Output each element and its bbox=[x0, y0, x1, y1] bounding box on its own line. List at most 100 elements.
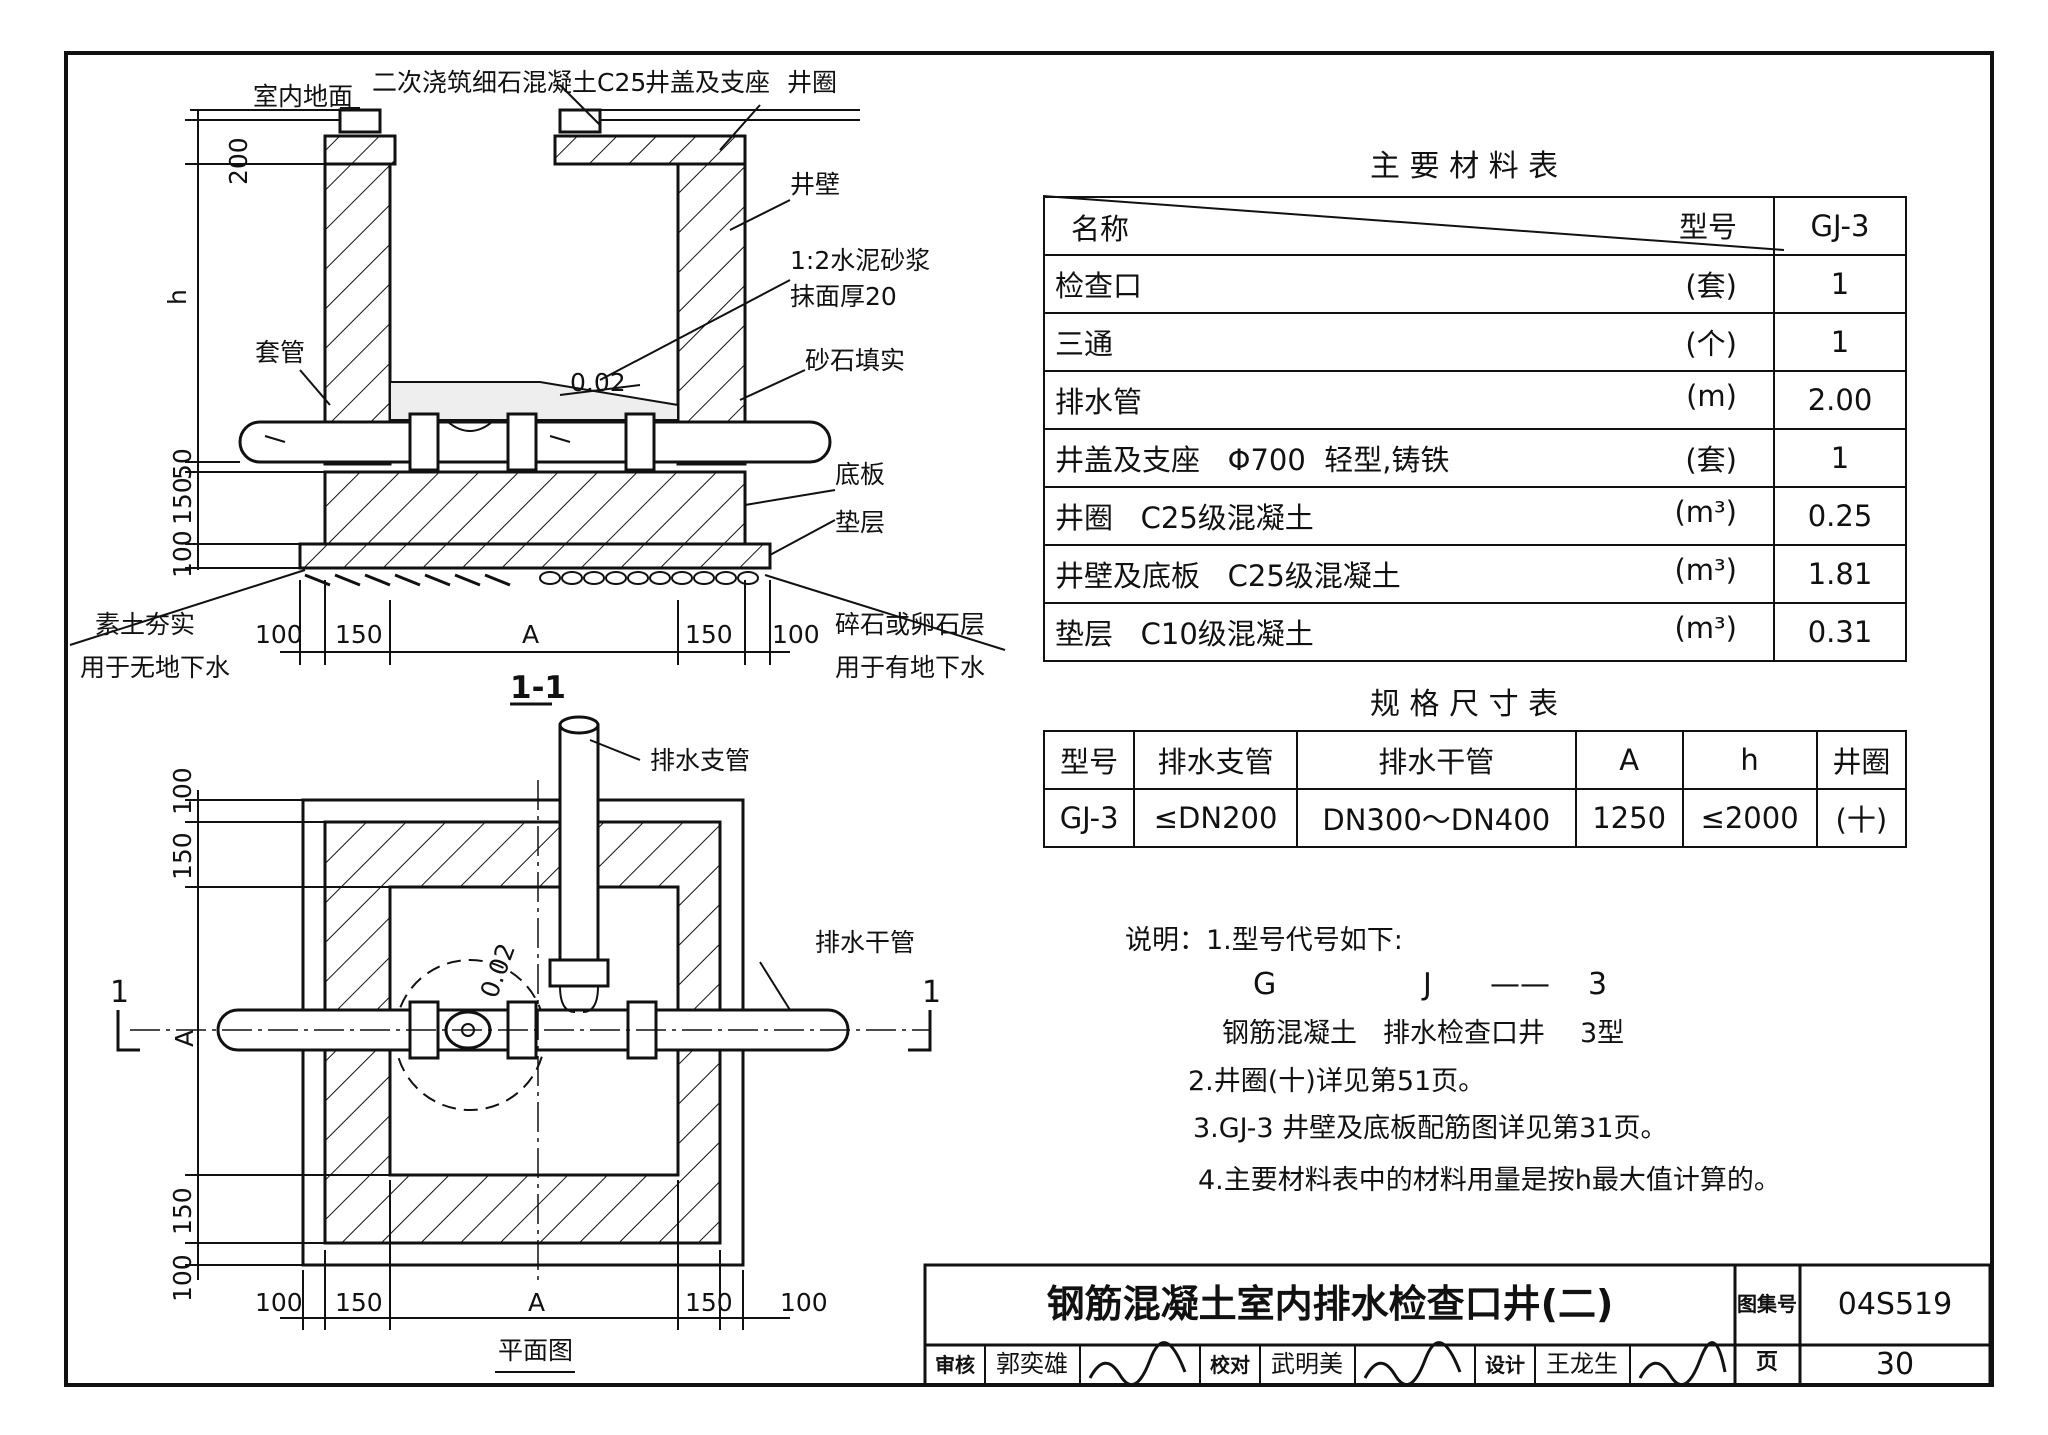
atlas-label: 图集号 bbox=[1737, 1292, 1797, 1316]
label-gravel-2: 用于有地下水 bbox=[835, 653, 986, 682]
notes-2: 2.井圈(十)详见第51页。 bbox=[1188, 1066, 1486, 1097]
row-unit: (m³) bbox=[1674, 495, 1737, 529]
row-name: 垫层 C10级混凝土 bbox=[1055, 617, 1314, 651]
cover-support-left bbox=[338, 108, 382, 134]
specs-cell: ≤DN200 bbox=[1133, 788, 1298, 848]
table-row: 井壁及底板 C25级混凝土 (m³) 1.81 bbox=[1043, 544, 1907, 604]
designer-name: 王龙生 bbox=[1546, 1350, 1618, 1378]
dim-100: 100 bbox=[168, 530, 197, 578]
section-view bbox=[69, 84, 1006, 665]
specs-cell: (十) bbox=[1815, 788, 1908, 848]
label-soil-2: 用于无地下水 bbox=[80, 653, 231, 682]
dim-50: 50 bbox=[168, 448, 197, 480]
specs-cell: 1250 bbox=[1574, 788, 1684, 848]
check-label: 校对 bbox=[1210, 1353, 1250, 1377]
table-row: 检查口(套) 1 bbox=[1043, 254, 1907, 314]
specs-cell: GJ-3 bbox=[1042, 788, 1136, 848]
plan-dim-h-150-right: 150 bbox=[685, 1288, 733, 1317]
plan-dim-v-150-bottom: 150 bbox=[168, 1187, 197, 1235]
cut-mark-left: 1 bbox=[110, 975, 130, 1010]
label-mortar-1: 1:2水泥砂浆 bbox=[790, 246, 931, 275]
row-unit: (个) bbox=[1685, 327, 1737, 361]
row-name: 井壁及底板 C25级混凝土 bbox=[1055, 559, 1401, 593]
row-qty: 0.25 bbox=[1773, 486, 1907, 546]
specs-header-row: 型号 排水支管 排水干管 A h 井圈 bbox=[1042, 730, 1908, 790]
table-row: 三通 (个) 1 bbox=[1043, 312, 1907, 372]
plan-view bbox=[116, 702, 932, 1373]
row-unit: (m) bbox=[1686, 379, 1737, 413]
materials-header-name: 名称 bbox=[1071, 212, 1130, 246]
plan-title: 平面图 bbox=[498, 1336, 574, 1365]
wall-right bbox=[676, 162, 747, 466]
row-unit: (m³) bbox=[1674, 553, 1737, 587]
atlas-no: 04S519 bbox=[1837, 1287, 1953, 1322]
dim-h-100-left: 100 bbox=[255, 620, 303, 649]
table-row: 井盖及支座 Φ700 轻型,铸铁(套) 1 bbox=[1043, 428, 1907, 488]
materials-header-model: GJ-3 bbox=[1773, 196, 1907, 256]
dim-200: 200 bbox=[224, 137, 253, 185]
specs-header-cell: 排水支管 bbox=[1133, 730, 1298, 790]
plan-dim-h-100-right: 100 bbox=[780, 1288, 828, 1317]
materials-header-name-type: 名称 型号 bbox=[1043, 196, 1775, 256]
notes-heading: 说明：1.型号代号如下: bbox=[1125, 925, 1403, 956]
notes-code-j: J bbox=[1423, 967, 1432, 1002]
row-name: 井盖及支座 Φ700 轻型,铸铁 bbox=[1055, 443, 1450, 477]
plan-dim-h-a: A bbox=[528, 1288, 546, 1317]
specs-header-cell: 型号 bbox=[1042, 730, 1136, 790]
specs-cell: ≤2000 bbox=[1681, 788, 1818, 848]
notes-code-g: G bbox=[1253, 967, 1277, 1002]
dim-h-150-right: 150 bbox=[685, 620, 733, 649]
specs-cell: DN300～DN400 bbox=[1295, 788, 1577, 848]
plan-branch-pipe bbox=[558, 723, 600, 977]
notes-3: 3.GJ-3 井壁及底板配筋图详见第31页。 bbox=[1193, 1113, 1668, 1144]
label-branch-pipe: 排水支管 bbox=[650, 746, 751, 775]
label-gravel-1: 碎石或卵石层 bbox=[835, 610, 986, 639]
dim-h-150-left: 150 bbox=[335, 620, 383, 649]
dim-h: h bbox=[163, 289, 192, 305]
label-cover: 井盖及支座 bbox=[645, 68, 771, 97]
page-no: 30 bbox=[1875, 1347, 1915, 1382]
specs-header-cell: 井圈 bbox=[1815, 730, 1908, 790]
row-qty: 0.31 bbox=[1773, 602, 1907, 662]
specs-header-cell: A bbox=[1574, 730, 1684, 790]
label-main-pipe: 排水干管 bbox=[815, 928, 916, 957]
label-floor: 室内地面 bbox=[253, 82, 354, 111]
label-sand: 砂石填实 bbox=[805, 346, 906, 375]
drawing-title: 钢筋混凝土室内排水检查口井(二) bbox=[1046, 1282, 1614, 1326]
materials-title: 主 要 材 料 表 bbox=[1370, 149, 1559, 184]
materials-header-row: 名称 型号 GJ-3 bbox=[1043, 196, 1907, 256]
label-fill-concrete: 二次浇筑细石混凝土C25 bbox=[372, 68, 647, 97]
specs-header-cell: h bbox=[1681, 730, 1818, 790]
cushion-layer bbox=[298, 542, 772, 570]
label-soil-1: 素土夯实 bbox=[95, 610, 196, 639]
row-name: 检查口 bbox=[1055, 269, 1143, 303]
materials-table: 名称 型号 GJ-3 检查口(套) 1 三通(个) 1 排水管(m) 2.00 … bbox=[1043, 196, 1907, 662]
plan-dim-h-150-left: 150 bbox=[335, 1288, 383, 1317]
label-sleeve: 套管 bbox=[255, 338, 306, 367]
plan-dim-a-vertical: A bbox=[170, 1029, 199, 1047]
notes-4: 4.主要材料表中的材料用量是按h最大值计算的。 bbox=[1198, 1165, 1781, 1196]
notes-code-desc-3: 3型 bbox=[1580, 1018, 1625, 1049]
page-label: 页 bbox=[1755, 1350, 1779, 1375]
row-qty: 1 bbox=[1773, 312, 1907, 372]
plan-dim-v-100-top: 100 bbox=[168, 767, 197, 815]
label-wall: 井壁 bbox=[790, 170, 841, 199]
table-row: 排水管 (m) 2.00 bbox=[1043, 370, 1907, 430]
label-cushion: 垫层 bbox=[835, 508, 886, 537]
dim-h-a: A bbox=[522, 620, 540, 649]
wall-left bbox=[323, 162, 392, 466]
reviewer-name: 郭奕雄 bbox=[996, 1350, 1068, 1378]
sand-fill bbox=[389, 381, 679, 421]
notes-code-3: 3 bbox=[1588, 967, 1608, 1002]
row-qty: 2.00 bbox=[1773, 370, 1907, 430]
plan-dim-v-100-bottom: 100 bbox=[168, 1254, 197, 1302]
row-name: 排水管 bbox=[1055, 385, 1143, 419]
base-slab bbox=[323, 470, 747, 546]
checker-name: 武明美 bbox=[1271, 1350, 1343, 1378]
label-ring: 井圈 bbox=[787, 68, 838, 97]
row-name: 三通 bbox=[1055, 327, 1114, 361]
table-row: GJ-3 ≤DN200 DN300～DN400 1250 ≤2000 (十) bbox=[1042, 788, 1908, 848]
row-qty: 1.81 bbox=[1773, 544, 1907, 604]
table-row: 井圈 C25级混凝土(m³) 0.25 bbox=[1043, 486, 1907, 546]
section-title: 1-1 bbox=[510, 670, 567, 706]
